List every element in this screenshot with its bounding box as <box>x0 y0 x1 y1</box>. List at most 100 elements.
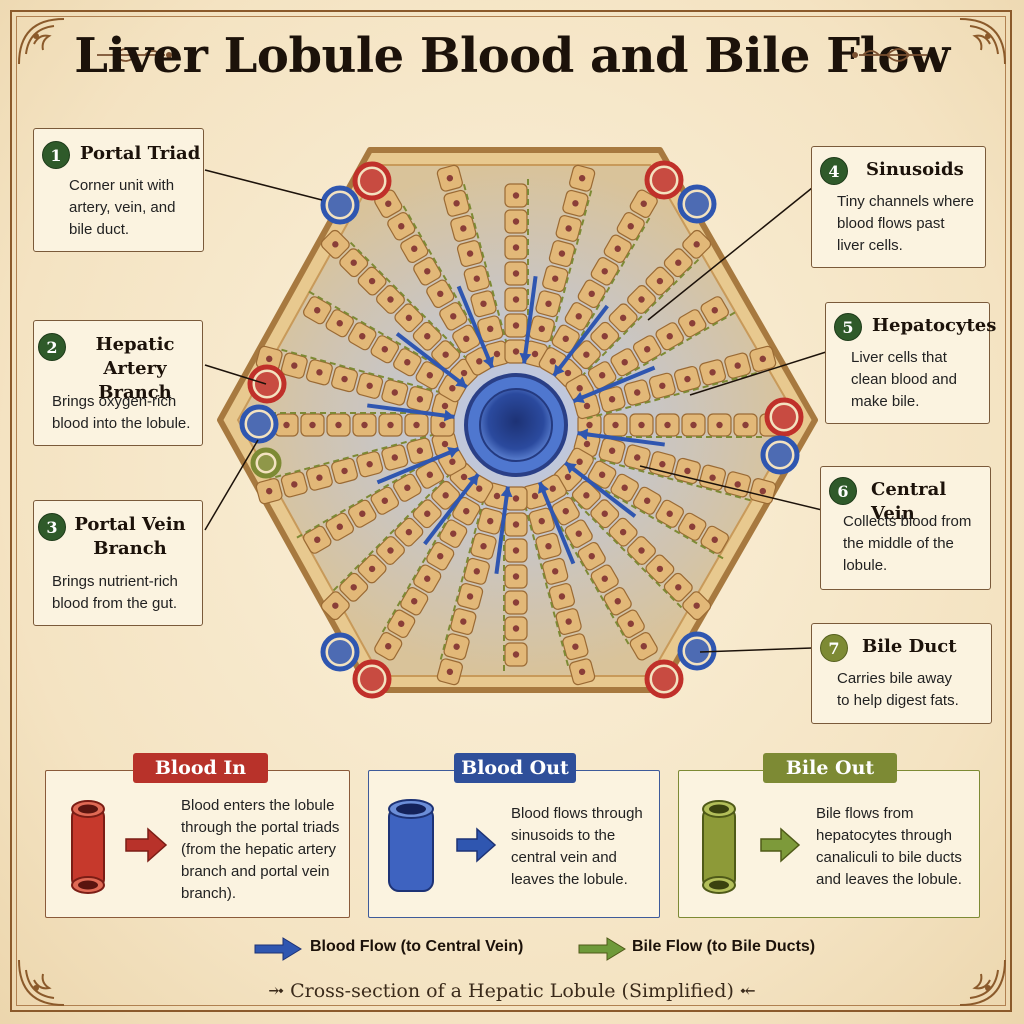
hepatocyte-nucleus <box>493 492 501 500</box>
hepatocyte-nucleus <box>387 547 394 554</box>
hepatocyte-nucleus <box>466 593 474 600</box>
hepatocyte-plate <box>320 462 479 621</box>
hepatocyte-nucleus <box>368 277 376 285</box>
portal-vessel-lumen <box>360 667 384 691</box>
hepatocyte-nucleus <box>398 223 405 230</box>
hepatocyte-nucleus <box>711 307 718 314</box>
caption-flourish-right-icon: ⤝ <box>733 980 756 1002</box>
bile-canaliculus <box>556 482 685 611</box>
hepatocyte-plate <box>573 345 777 420</box>
hepatocyte-nucleus <box>450 313 457 320</box>
hepatocyte-nucleus <box>598 471 606 478</box>
hepatocyte-nucleus <box>460 473 468 481</box>
hepatocyte-nucleus <box>441 402 449 410</box>
corner-ornament-top-right <box>959 18 1006 65</box>
hepatocyte-nucleus <box>476 485 483 492</box>
hepatocyte-nucleus <box>562 507 569 515</box>
hepatocyte-nucleus <box>450 530 457 537</box>
hepatocyte-nucleus <box>512 192 520 199</box>
hepatocyte-nucleus <box>578 175 586 182</box>
blood-flow-arrow <box>552 304 609 378</box>
blood-flow-arrow <box>376 446 460 485</box>
hepatocyte-nucleus <box>473 568 480 575</box>
hepatocyte-nucleus <box>446 175 454 182</box>
hepatocyte-nucleus <box>666 333 673 340</box>
hepatocyte-nucleus <box>424 575 431 582</box>
blood-flow-arrow <box>563 461 637 518</box>
hepatocyte-nucleus <box>512 495 520 502</box>
hepatocyte-nucleus <box>693 602 700 609</box>
diagram-caption: ⤞ Cross-section of a Hepatic Lobule (Sim… <box>268 980 756 1002</box>
portal-vessel-lumen <box>652 667 676 691</box>
blood-flow-arrow-icon <box>254 937 302 961</box>
portal-vessel-lumen <box>258 455 274 471</box>
hepatocyte-nucleus <box>476 358 483 365</box>
blood-flow-arrow <box>395 332 469 389</box>
blood-flow-arrowhead <box>455 376 467 388</box>
hepatocyte-nucleus <box>350 259 357 266</box>
hepatocyte-nucleus <box>564 369 572 377</box>
hepatocyte-nucleus <box>493 350 501 358</box>
hepatocyte-plate <box>521 482 596 686</box>
hepatocyte-nucleus <box>552 275 559 282</box>
hepatocyte-nucleus <box>463 507 470 515</box>
hepatocyte-plate <box>255 430 459 505</box>
hepatocyte-nucleus <box>583 351 590 358</box>
hepatocyte-nucleus <box>545 300 552 307</box>
hepatocyte-nucleus <box>601 575 608 582</box>
hepatocyte-nucleus <box>614 598 621 605</box>
hepatocyte-nucleus <box>588 553 595 560</box>
bile-canaliculus <box>544 186 594 361</box>
hepatocyte-nucleus <box>442 492 449 499</box>
hepatocyte-nucleus <box>405 528 413 536</box>
hepatocyte-plate <box>521 164 596 368</box>
hepatocyte-nucleus <box>309 421 316 429</box>
hepatocyte-nucleus <box>398 620 405 627</box>
hepatocyte-nucleus <box>381 497 388 504</box>
blood-flow-arrowhead <box>467 474 479 486</box>
hepatocyte-nucleus <box>578 668 586 675</box>
hepatocyte-nucleus <box>549 358 556 365</box>
hepatocyte-nucleus <box>619 528 627 536</box>
callout-title: Sinusoids <box>866 159 964 180</box>
portal-vessel-lumen <box>255 372 279 396</box>
hepatocyte-nucleus <box>480 543 487 550</box>
hepatocyte-nucleus <box>453 200 460 207</box>
portal-vessel-lumen <box>772 405 796 429</box>
corner-ornament-bottom-right <box>959 959 1006 1006</box>
hepatocyte-nucleus <box>512 270 520 277</box>
bile-canaliculus <box>347 239 476 368</box>
blood-flow-legend-label: Blood Flow (to Central Vein) <box>310 938 524 955</box>
vein-tube-icon <box>388 799 497 892</box>
hepatocyte-nucleus <box>291 362 298 369</box>
hepatocyte-nucleus <box>689 320 696 327</box>
hepatocyte-nucleus <box>612 421 619 429</box>
hepatocyte-nucleus <box>598 372 606 379</box>
hepatocyte-nucleus <box>446 668 454 675</box>
hepatocyte-nucleus <box>437 553 444 560</box>
hepatocyte-nucleus <box>659 382 666 389</box>
callout-number: 2 <box>38 333 66 361</box>
hepatocyte-nucleus <box>576 458 583 465</box>
hepatocyte-nucleus <box>361 421 368 429</box>
hepatocyte-nucleus <box>449 458 456 465</box>
hepatocyte-nucleus <box>601 268 608 275</box>
blood-flow-arrow <box>494 486 510 574</box>
blood-flow-arrowhead <box>447 447 459 459</box>
hepatocyte-nucleus <box>512 599 520 606</box>
hepatocyte-nucleus <box>411 598 418 605</box>
blood-flow-arrowhead <box>500 486 513 498</box>
hepatocyte-nucleus <box>588 290 595 297</box>
blood-flow-arrowhead <box>577 428 589 441</box>
hepatocyte-nucleus <box>583 440 591 448</box>
hepatocyte-nucleus <box>487 517 494 525</box>
hepatocyte-nucleus <box>460 618 467 625</box>
